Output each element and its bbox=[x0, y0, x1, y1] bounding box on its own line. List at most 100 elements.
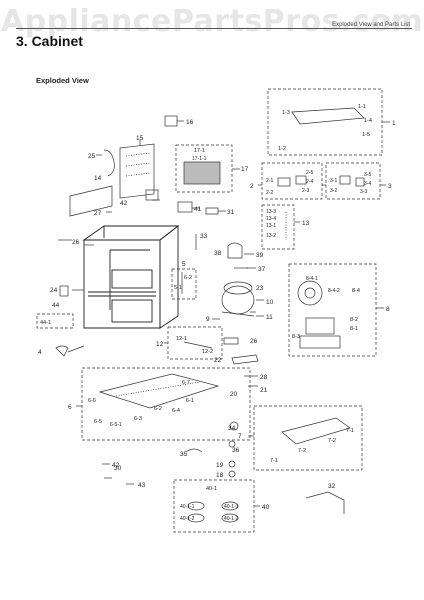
group-box-44 bbox=[36, 313, 74, 329]
label: 8-3 bbox=[292, 334, 300, 340]
top-plate bbox=[291, 107, 365, 125]
label: 40-1-1 bbox=[224, 504, 239, 510]
label: 30 bbox=[114, 465, 122, 472]
group-box-13 bbox=[261, 204, 295, 250]
label: 23 bbox=[256, 285, 264, 292]
cabinet-body bbox=[82, 225, 180, 329]
label: 1-1 bbox=[358, 104, 366, 110]
label: 3-5 bbox=[364, 172, 371, 178]
label: 42 bbox=[112, 462, 120, 469]
label: 31 bbox=[227, 209, 235, 216]
label: 14 bbox=[94, 175, 102, 182]
label: 3-2 bbox=[330, 188, 337, 194]
label: 32 bbox=[328, 483, 336, 490]
label: 17-1 bbox=[194, 148, 205, 154]
label: 38 bbox=[214, 250, 222, 257]
label: 2-5 bbox=[306, 170, 313, 176]
exploded-view-subtitle: Exploded View bbox=[36, 76, 89, 85]
label: 7-1 bbox=[346, 428, 354, 434]
label: 34 bbox=[228, 425, 236, 432]
label: 26 bbox=[250, 338, 258, 345]
label: 12-1 bbox=[176, 336, 187, 342]
label: 2-4 bbox=[306, 179, 313, 185]
group-box-7 bbox=[253, 405, 363, 471]
label: 16 bbox=[186, 119, 194, 126]
label: 40-1-2 bbox=[180, 516, 195, 522]
label: 11 bbox=[266, 314, 273, 321]
part-16 bbox=[164, 115, 178, 127]
label: 1-3 bbox=[282, 110, 290, 116]
header-rule bbox=[16, 28, 412, 29]
label: 5 bbox=[182, 261, 186, 268]
label: 13-3 bbox=[266, 209, 276, 215]
label: 40-1-1 bbox=[180, 504, 195, 510]
label: 24 bbox=[50, 287, 58, 294]
label: 22 bbox=[214, 357, 222, 364]
label: 8-4 bbox=[352, 288, 360, 294]
label: 13-4 bbox=[266, 216, 276, 222]
label: 1-2 bbox=[278, 146, 286, 152]
label: 4 bbox=[38, 349, 42, 356]
label: 25 bbox=[88, 153, 96, 160]
label: 2 bbox=[250, 183, 254, 190]
label: 3 bbox=[388, 183, 392, 190]
group-box-5 bbox=[171, 268, 197, 300]
label: 6-5-1 bbox=[110, 422, 122, 428]
group-box-3 bbox=[325, 162, 381, 200]
label: 3-1 bbox=[330, 178, 337, 184]
label: 19 bbox=[216, 462, 224, 469]
label: 8 bbox=[386, 306, 390, 313]
group-box-17 bbox=[175, 144, 233, 193]
side-vent-panel bbox=[69, 185, 113, 217]
group-box-12 bbox=[167, 326, 223, 360]
label: 36 bbox=[232, 447, 240, 454]
label: 15 bbox=[136, 135, 144, 142]
label: 1-5 bbox=[362, 132, 370, 138]
site-watermark: AppliancePartsPros.com bbox=[0, 4, 424, 39]
group-box-6 bbox=[81, 367, 251, 441]
label: 43 bbox=[138, 482, 146, 489]
header-note: Exploded View and Parts List bbox=[332, 22, 410, 28]
label: 1 bbox=[392, 120, 396, 127]
label: 3-4 bbox=[364, 181, 371, 187]
label: 6-4 bbox=[172, 408, 180, 414]
label: 40-1-2 bbox=[224, 516, 239, 522]
label: 7-2 bbox=[298, 448, 306, 454]
label: 41 bbox=[194, 206, 202, 213]
label: 7 bbox=[238, 433, 242, 440]
label: 42 bbox=[120, 200, 128, 207]
label: 6-5 bbox=[94, 419, 102, 425]
label: 13-1 bbox=[266, 223, 276, 229]
label: 13-2 bbox=[266, 233, 276, 239]
label: 6-1 bbox=[186, 398, 194, 404]
label: 40 bbox=[262, 504, 270, 511]
back-cover-panel bbox=[119, 143, 155, 199]
label: 8-4-1 bbox=[306, 276, 318, 282]
label: 12 bbox=[156, 341, 164, 348]
power-cord bbox=[103, 149, 115, 177]
label: 6-7 bbox=[182, 380, 190, 386]
label: 33 bbox=[200, 233, 208, 240]
label: 2-3 bbox=[302, 188, 309, 194]
label: 17-1-1 bbox=[192, 156, 207, 162]
label: 2-2 bbox=[266, 190, 273, 196]
label: 21 bbox=[260, 387, 268, 394]
label: 26 bbox=[72, 239, 80, 246]
wire-harness bbox=[305, 491, 345, 514]
label: 7-1 bbox=[270, 458, 278, 464]
compressor bbox=[221, 281, 255, 317]
label: 13 bbox=[302, 220, 310, 227]
label: 7-2 bbox=[328, 438, 336, 444]
label: 39 bbox=[256, 252, 264, 259]
label: 9 bbox=[206, 316, 210, 323]
group-box-2 bbox=[261, 162, 323, 200]
label: 44-1 bbox=[40, 320, 51, 326]
part-41 bbox=[177, 201, 193, 213]
drain-pan bbox=[281, 417, 351, 445]
label: 6-2 bbox=[154, 406, 162, 412]
label: 28 bbox=[260, 374, 268, 381]
label: 6 bbox=[68, 404, 72, 411]
label: 5-1 bbox=[174, 285, 182, 291]
label: 10 bbox=[266, 299, 274, 306]
